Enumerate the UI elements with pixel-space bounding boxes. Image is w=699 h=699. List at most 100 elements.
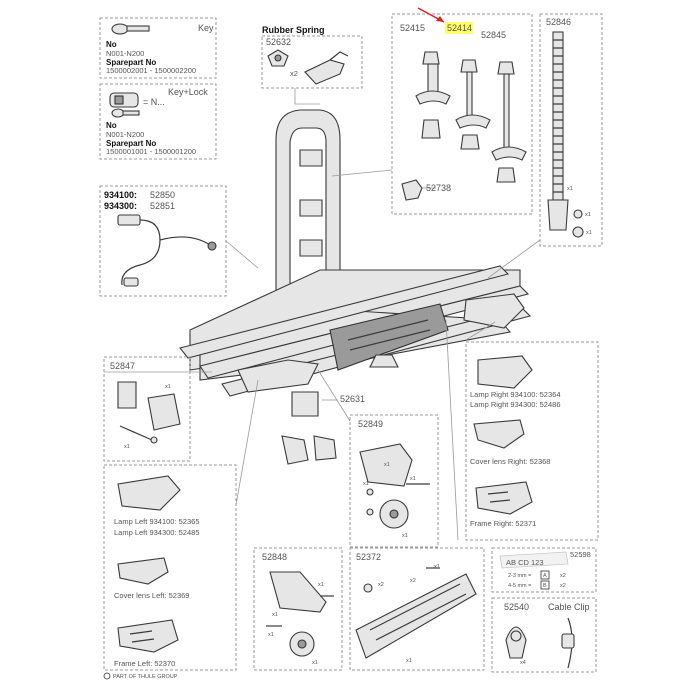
knob-icon xyxy=(572,226,584,238)
medium-arm-icon xyxy=(455,59,491,150)
lamp-left-1: Lamp Left 934100: 52365 xyxy=(114,517,200,526)
frame-right: Frame Right: 52371 xyxy=(470,519,536,528)
box-52849-qty-4: x1 xyxy=(402,533,408,539)
key-lock-no-value: N001-N200 xyxy=(106,130,144,139)
small-pad-icon xyxy=(401,179,423,201)
key-lock-spare-value: 1500001001 - 1500001200 xyxy=(106,147,196,156)
box-52372-qty-3: x2 xyxy=(410,578,416,584)
clip-on-cable-icon xyxy=(561,617,575,669)
key-no-label: No xyxy=(106,40,117,49)
right-lamp-box: Lamp Right 934100: 52364 Lamp Right 9343… xyxy=(465,341,599,541)
box-52848-qty-1: x1 xyxy=(272,612,278,618)
arm-part-4: 52738 xyxy=(426,183,451,193)
lamp-left-icon xyxy=(117,475,181,511)
key-spare-label: Sparepart No xyxy=(106,58,156,67)
lock-cylinder-icon xyxy=(109,92,140,118)
key-lock-box: Key+Lock = N... No N001-N200 Sparepart N… xyxy=(99,83,217,160)
spring-lever-icon xyxy=(304,51,349,85)
key-icon xyxy=(111,23,150,35)
part-52631-group: 52631 xyxy=(281,391,365,465)
short-arm-icon xyxy=(415,51,451,139)
box-52372-qty-2: x2 xyxy=(378,582,384,588)
rod-qty-2: x1 xyxy=(585,212,591,218)
part-52631-label: 52631 xyxy=(340,394,365,404)
spacer-key-b: B xyxy=(543,583,547,589)
frame-left: Frame Left: 52370 xyxy=(114,659,175,668)
key-lock-spare-label: Sparepart No xyxy=(106,139,156,148)
cable-clip-part: 52540 xyxy=(504,602,529,612)
rubber-spring-title: Rubber Spring xyxy=(262,25,325,35)
box-52848: 52848 x1 x1 x1 x1 xyxy=(253,547,343,671)
rod-part: 52846 xyxy=(546,17,571,27)
red-arrow xyxy=(417,7,445,23)
cover-lens-right-icon xyxy=(473,419,525,449)
highlight-marker xyxy=(445,22,473,34)
box-52849-qty-2: x1 xyxy=(363,481,369,487)
cable-model-1: 934100: xyxy=(104,190,137,200)
washer-icon xyxy=(573,209,583,219)
spacer-qty-1: x2 xyxy=(560,573,566,579)
box-52849-qty-1: x1 xyxy=(384,462,390,468)
lamp-right-1: Lamp Right 934100: 52364 xyxy=(470,390,561,399)
spacer-row-2: 4-5 mm = xyxy=(508,583,531,589)
license-plate-icon: AB CD 123 xyxy=(499,551,569,569)
bracket-52631-icon xyxy=(281,391,337,465)
box-52848-part: 52848 xyxy=(262,552,287,562)
lamp-left-2: Lamp Left 934300: 52485 xyxy=(114,528,200,537)
bike-carrier-assembly xyxy=(179,109,532,397)
box-52847-qty-1: x1 xyxy=(165,384,171,390)
cable-part-2: 52851 xyxy=(150,201,175,211)
box-52848-qty-2: x1 xyxy=(318,582,324,588)
cable-clip-icon xyxy=(505,626,527,659)
box-52849-part: 52849 xyxy=(358,419,383,429)
box-52849-qty-3: x1 xyxy=(410,476,416,482)
rod-qty-1: x1 xyxy=(567,186,573,192)
rubber-spring-qty: x2 xyxy=(290,69,298,78)
key-box-title: Key xyxy=(198,23,214,33)
arm-part-1: 52415 xyxy=(400,23,425,33)
wheel-bracket-icon xyxy=(359,443,430,529)
arms-box: 52415 52414 52845 xyxy=(391,7,533,215)
long-arm-icon xyxy=(491,61,527,183)
wheel-mount-icon xyxy=(266,571,334,657)
box-52848-qty-4: x1 xyxy=(312,660,318,666)
hinge-icon xyxy=(117,381,181,444)
frame-left-icon xyxy=(117,619,179,653)
cable-clip-qty: x4 xyxy=(520,660,526,666)
plate-text: AB CD 123 xyxy=(506,558,544,567)
key-no-value: N001-N200 xyxy=(106,49,144,58)
arm-part-3: 52845 xyxy=(481,30,506,40)
box-52598-part: 52598 xyxy=(570,550,591,559)
box-52847-part: 52847 xyxy=(110,361,135,371)
rod-qty-3: x1 xyxy=(586,230,592,236)
spacer-row-1: 2-3 mm = xyxy=(508,573,531,579)
key-lock-title: Key+Lock xyxy=(168,87,208,97)
arm-part-2: 52414 xyxy=(447,23,472,33)
rubber-spring-part: 52632 xyxy=(266,37,291,47)
spacer-key-a: A xyxy=(543,573,547,579)
box-52849: 52849 x1 x1 x1 x1 xyxy=(349,414,439,548)
spacer-qty-2: x2 xyxy=(560,583,566,589)
rod-box: 52846 x1 x1 x1 xyxy=(539,13,603,247)
key-lock-no-label: No xyxy=(106,121,117,130)
lamp-right-2: Lamp Right 934300: 52486 xyxy=(470,400,561,409)
cover-lens-left: Cover lens Left: 52369 xyxy=(114,591,189,600)
cover-lens-right: Cover lens Right: 52368 xyxy=(470,457,550,466)
box-52598: 52598 AB CD 123 2-3 mm = A x2 4-5 mm = B… xyxy=(491,547,597,593)
rubber-spring-icon xyxy=(267,49,289,67)
box-52372-qty-1: x1 xyxy=(434,564,440,570)
cable-model-2: 934300: xyxy=(104,201,137,211)
footer-text: PART OF THULE GROUP xyxy=(113,674,178,680)
key-lock-eq: = N... xyxy=(143,97,165,107)
key-spare-value: 1500002001 - 1500002200 xyxy=(106,66,196,75)
box-52848-qty-3: x1 xyxy=(268,632,274,638)
cable-clip-box: 52540 Cable Clip x4 xyxy=(491,597,597,673)
footer-logo: PART OF THULE GROUP xyxy=(103,672,178,680)
left-lamp-box: Lamp Left 934100: 52365 Lamp Left 934300… xyxy=(103,464,237,671)
key-box: Key No N001-N200 Sparepart No 1500002001… xyxy=(99,17,217,79)
cable-clip-title: Cable Clip xyxy=(548,602,590,612)
cover-lens-left-icon xyxy=(117,557,169,585)
cable-part-1: 52850 xyxy=(150,190,175,200)
plate-holder-icon xyxy=(355,567,477,659)
